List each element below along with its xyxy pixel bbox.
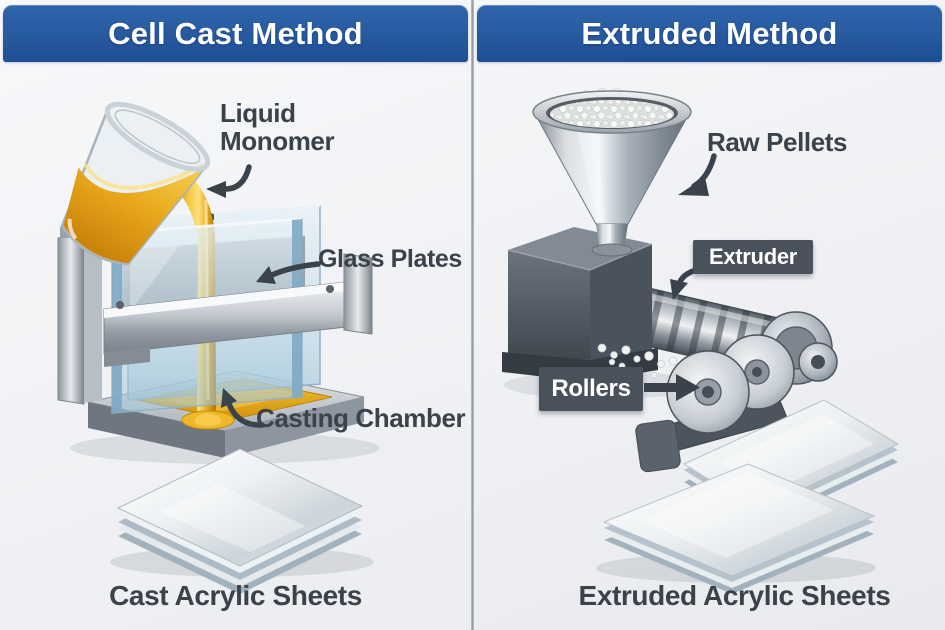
raw-pellets-label: Raw Pellets [707,127,848,157]
extruder-badge: Extruder [693,240,813,274]
extruded-title: Extruded Method [581,15,838,51]
liquid-monomer-arrow [221,164,252,192]
extruded-sheets-caption: Extruded Acrylic Sheets [578,580,891,611]
rollers-badge: Rollers [539,367,643,411]
extruded-header: Extruded Method [477,5,942,62]
glass-plates-arrow [269,261,321,278]
clamp-frame [57,226,373,405]
extruded-panel: Extruded Method [474,0,945,630]
rollers-arrow [644,383,676,392]
cell-cast-header: Cell Cast Method [3,5,468,62]
casting-chamber-arrow [226,401,265,428]
hopper [532,87,692,257]
rollers [666,334,795,434]
beaker [60,101,211,266]
extruded-sheet-stack [596,463,876,594]
liquid-monomer-label: Liquid Monomer [220,98,335,157]
panel-divider [471,0,474,630]
extruded-illustration [502,87,900,594]
cast-sheet-stack [110,448,374,594]
cast-sheets-caption: Cast Acrylic Sheets [109,580,362,611]
cell-cast-title: Cell Cast Method [108,15,363,51]
left-annotation-arrows [221,164,321,428]
cell-cast-panel: Cell Cast Method [0,0,471,630]
right-arrowheads [644,177,709,401]
casting-chamber-label: Casting Chamber [256,403,466,433]
cell-cast-illustration [57,101,380,594]
glass-plates-label: Glass Plates [318,245,462,273]
left-arrowheads [206,181,276,408]
